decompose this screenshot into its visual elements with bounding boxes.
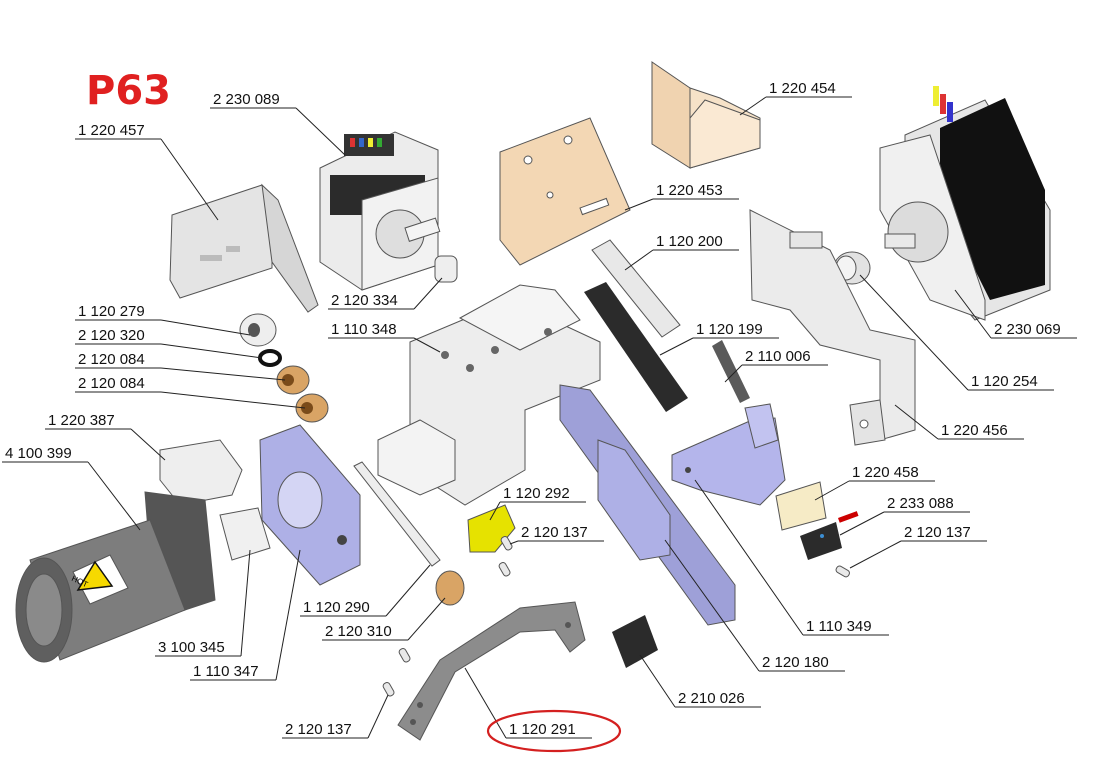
callout-2-120-137-a: 2 120 137 bbox=[509, 524, 604, 545]
small-stepper-motor bbox=[319, 131, 458, 291]
callout-1-120-200: 1 120 200 bbox=[624, 233, 739, 271]
tan-angle-bracket bbox=[651, 61, 761, 169]
tan-plate bbox=[499, 117, 631, 266]
svg-text:4 100 399: 4 100 399 bbox=[5, 445, 72, 462]
parts: HOT bbox=[15, 61, 1051, 741]
extruder-body bbox=[259, 424, 361, 586]
dowel-pin bbox=[398, 648, 411, 663]
callout-1-120-291: 1 120 291 bbox=[464, 667, 592, 739]
callout-2-120-137-b: 2 120 137 bbox=[849, 524, 987, 569]
svg-text:1 110 348: 1 110 348 bbox=[331, 321, 397, 338]
large-stepper-motor bbox=[879, 86, 1051, 321]
svg-text:2 120 084: 2 120 084 bbox=[78, 375, 145, 392]
page-code: P63 bbox=[86, 68, 171, 114]
callouts: 2 230 089 1 220 457 1 220 454 1 220 453 … bbox=[2, 80, 1077, 739]
callout-1-110-347: 1 110 347 bbox=[190, 549, 301, 681]
svg-text:2 120 180: 2 120 180 bbox=[762, 654, 829, 671]
shaft bbox=[353, 461, 441, 567]
svg-text:3 100 345: 3 100 345 bbox=[158, 639, 225, 656]
grey-bracket-left bbox=[169, 183, 319, 313]
callout-1-120-290: 1 120 290 bbox=[300, 564, 431, 617]
callout-2-230-089: 2 230 089 bbox=[210, 91, 346, 156]
callout-2-120-137-c: 2 120 137 bbox=[282, 694, 389, 739]
svg-text:1 220 387: 1 220 387 bbox=[48, 412, 115, 429]
callout-1-220-387: 1 220 387 bbox=[45, 412, 166, 461]
svg-text:2 120 320: 2 120 320 bbox=[78, 327, 145, 344]
lavender-bracket bbox=[671, 403, 786, 506]
svg-text:2 210 026: 2 210 026 bbox=[678, 690, 745, 707]
svg-text:1 120 199: 1 120 199 bbox=[696, 321, 763, 338]
callout-1-220-453: 1 220 453 bbox=[624, 182, 739, 211]
callout-1-220-454: 1 220 454 bbox=[739, 80, 852, 116]
svg-text:2 120 137: 2 120 137 bbox=[521, 524, 588, 541]
micro-switch bbox=[800, 511, 859, 560]
svg-text:2 110 006: 2 110 006 bbox=[745, 348, 811, 365]
callout-2-120-084-a: 2 120 084 bbox=[75, 351, 286, 381]
callout-2-210-026: 2 210 026 bbox=[639, 654, 761, 708]
callout-1-220-458: 1 220 458 bbox=[814, 464, 935, 501]
svg-text:2 230 069: 2 230 069 bbox=[994, 321, 1061, 338]
white-clip bbox=[159, 439, 243, 506]
svg-text:2 120 084: 2 120 084 bbox=[78, 351, 145, 368]
callout-1-220-457: 1 220 457 bbox=[75, 122, 219, 221]
svg-text:1 220 458: 1 220 458 bbox=[852, 464, 919, 481]
long-pin bbox=[712, 340, 750, 403]
callout-1-120-279: 1 120 279 bbox=[75, 303, 251, 336]
connector-block bbox=[219, 507, 271, 561]
highlight-ring bbox=[486, 709, 622, 753]
svg-text:2 233 088: 2 233 088 bbox=[887, 495, 954, 512]
svg-text:1 120 254: 1 120 254 bbox=[971, 373, 1038, 390]
svg-text:2 230 089: 2 230 089 bbox=[213, 91, 280, 108]
black-connector bbox=[612, 615, 658, 668]
svg-text:1 110 347: 1 110 347 bbox=[193, 663, 259, 680]
hotend-heater: HOT bbox=[15, 491, 216, 663]
svg-text:1 220 456: 1 220 456 bbox=[941, 422, 1008, 439]
callout-1-110-349: 1 110 349 bbox=[694, 479, 889, 636]
svg-text:1 220 454: 1 220 454 bbox=[769, 80, 836, 97]
linear-guide bbox=[559, 384, 736, 626]
dowel-pin bbox=[498, 562, 511, 577]
svg-text:1 110 349: 1 110 349 bbox=[806, 618, 872, 635]
callout-2-230-069: 2 230 069 bbox=[954, 289, 1077, 339]
u-handle bbox=[397, 601, 586, 741]
callout-1-110-348: 1 110 348 bbox=[328, 321, 441, 353]
dowel-pin bbox=[382, 682, 395, 697]
bronze-sleeve bbox=[435, 570, 465, 606]
central-carriage bbox=[377, 284, 601, 506]
beige-tag bbox=[775, 481, 827, 531]
dowel-pin bbox=[835, 565, 850, 578]
svg-text:2 120 310: 2 120 310 bbox=[325, 623, 392, 640]
svg-text:2 120 137: 2 120 137 bbox=[904, 524, 971, 541]
svg-text:1 120 292: 1 120 292 bbox=[503, 485, 570, 502]
svg-text:1 220 453: 1 220 453 bbox=[656, 182, 723, 199]
callout-2-120-334: 2 120 334 bbox=[328, 277, 443, 310]
rail-bar bbox=[591, 239, 681, 338]
svg-text:2 120 137: 2 120 137 bbox=[285, 721, 352, 738]
callout-2-120-320: 2 120 320 bbox=[75, 327, 263, 359]
callout-1-220-456: 1 220 456 bbox=[894, 404, 1024, 440]
svg-text:1 120 200: 1 120 200 bbox=[656, 233, 723, 250]
svg-text:1 120 279: 1 120 279 bbox=[78, 303, 145, 320]
callout-2-233-088: 2 233 088 bbox=[839, 495, 970, 536]
svg-text:2 120 334: 2 120 334 bbox=[331, 292, 398, 309]
grey-bracket-right bbox=[749, 209, 916, 446]
callout-2-120-310: 2 120 310 bbox=[322, 597, 446, 641]
svg-text:1 120 291: 1 120 291 bbox=[509, 721, 576, 738]
svg-text:1 120 290: 1 120 290 bbox=[303, 599, 370, 616]
callout-2-110-006: 2 110 006 bbox=[724, 348, 828, 383]
callout-2-120-180: 2 120 180 bbox=[664, 539, 845, 672]
callout-2-120-084-b: 2 120 084 bbox=[75, 375, 306, 409]
callout-1-120-292: 1 120 292 bbox=[489, 485, 586, 521]
callout-1-120-199: 1 120 199 bbox=[659, 321, 779, 356]
toothed-rack bbox=[584, 282, 688, 412]
callout-4-100-399: 4 100 399 bbox=[2, 445, 141, 531]
callout-1-120-254: 1 120 254 bbox=[859, 274, 1054, 391]
svg-text:1 220 457: 1 220 457 bbox=[78, 122, 145, 139]
callout-3-100-345: 3 100 345 bbox=[155, 549, 251, 657]
dowel-pin bbox=[500, 536, 513, 551]
